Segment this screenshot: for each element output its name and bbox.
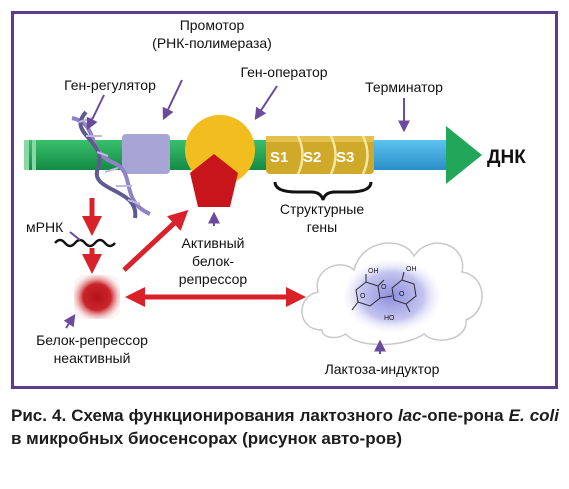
lac-operon-diagram: S1 S2 S3	[24, 17, 526, 377]
inactive-repressor-label-1: Белок-репрессор	[36, 332, 148, 348]
inactive-repressor-label-2: неактивный	[54, 350, 131, 366]
arrow-to-active-repressor	[122, 209, 189, 272]
pointer-inactive-repressor	[63, 314, 76, 329]
chem-oh-2: OH	[406, 266, 417, 273]
gene-s3-label: S3	[336, 149, 354, 166]
active-repressor-shape	[190, 154, 238, 207]
active-repressor-label-1: Активный	[182, 235, 245, 251]
dna-strand	[24, 126, 482, 184]
dna-arrow-head	[446, 126, 482, 184]
promoter-sublabel: (РНК-полимераза)	[152, 35, 272, 51]
structural-genes: S1 S2 S3	[266, 135, 374, 175]
chem-oh-1: OH	[368, 268, 379, 275]
gene-s2-label: S2	[303, 149, 321, 166]
mrna-label: мРНК	[26, 219, 64, 235]
caption-ecoli: E. coli	[508, 406, 559, 425]
caption-lac: lac	[398, 406, 422, 425]
chem-o-3: O	[399, 291, 405, 298]
terminator-label: Терминатор	[365, 79, 443, 95]
lactose-molecule	[351, 271, 417, 313]
structural-genes-label: Структурные	[280, 201, 364, 217]
chem-o-1: O	[381, 284, 387, 291]
promoter-block	[122, 134, 170, 174]
inducer-label: Лактоза-индуктор	[325, 361, 440, 377]
pointer-operator	[254, 85, 278, 121]
mrna-squiggle	[54, 238, 116, 248]
diagram-frame	[11, 11, 558, 389]
promoter-label: Промотор	[180, 17, 245, 33]
caption-part-3: в микробных биосенсорах (рисунок авто-ро…	[11, 429, 403, 448]
chem-ho: HO	[384, 315, 395, 322]
chem-o-2: O	[360, 293, 366, 300]
pointer-regulator	[86, 94, 105, 131]
pointer-mrna	[69, 231, 81, 241]
pointer-promoter	[162, 79, 183, 121]
caption-part-2: -опе-рона	[421, 406, 509, 425]
terminator-segment	[374, 140, 446, 170]
dna-label: ДНК	[487, 147, 526, 168]
figure-caption: Рис. 4. Схема функционирования лактозног…	[11, 404, 559, 450]
inducer-cloud: OH OH HO O O O	[301, 242, 483, 346]
active-repressor-label-2: белок-	[192, 253, 234, 269]
caption-part-1: Рис. 4. Схема функционирования лактозног…	[11, 406, 398, 425]
structural-genes-sublabel: гены	[307, 219, 337, 235]
inactive-repressor-shape	[74, 275, 120, 319]
gene-s1-label: S1	[270, 149, 288, 166]
active-repressor-label-3: репрессор	[179, 271, 248, 287]
operator-label: Ген-оператор	[240, 64, 327, 80]
structural-bracket	[273, 181, 373, 201]
regulator-label: Ген-регулятор	[64, 77, 156, 93]
